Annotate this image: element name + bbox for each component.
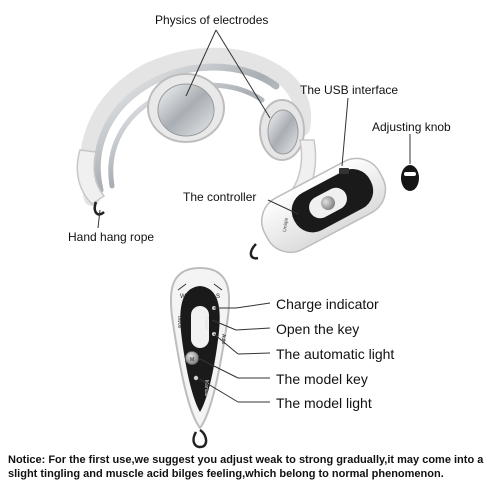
w-text: W: [180, 294, 186, 300]
label-controller: The controller: [183, 190, 257, 204]
label-usb: The USB interface: [300, 83, 399, 97]
manual-text: Manual: [203, 380, 209, 396]
m-text: M: [190, 357, 194, 363]
brand-text: Uniqle: [282, 217, 290, 232]
s-text: S: [216, 294, 220, 300]
label-electrodes: Physics of electrodes: [155, 13, 269, 27]
bottom-leader-lines: [197, 302, 271, 403]
label-auto-light: The automatic light: [276, 346, 395, 362]
left-arm: [76, 149, 106, 205]
label-open-key: Open the key: [276, 321, 360, 337]
auto-text: Auto: [220, 334, 226, 345]
label-model-light: The model light: [276, 395, 372, 411]
hand-rope: [93, 201, 105, 216]
controller-rope: [249, 243, 259, 260]
model-light: [193, 375, 199, 381]
s-arrow-icon: [213, 283, 223, 291]
top-leader-lines: [97, 29, 411, 229]
w-arrow-icon: [177, 283, 187, 291]
neck-massager: [76, 47, 419, 260]
controller-panel: [180, 286, 220, 412]
on-off-text: on/off: [176, 316, 182, 329]
label-charge-indicator: Charge indicator: [276, 296, 379, 312]
side-controller: [260, 157, 387, 254]
neck-band: [79, 47, 312, 206]
label-model-key: The model key: [276, 371, 368, 387]
label-rope: Hand hang rope: [68, 230, 155, 244]
adjusting-knob-icon: [401, 165, 419, 191]
right-electrode-pad: [259, 99, 305, 161]
left-electrode-pad: [147, 73, 225, 143]
metal-rod-outer: [93, 63, 280, 194]
on-off-key[interactable]: [191, 306, 209, 348]
power-text: Power: [203, 316, 209, 331]
bottom-rope: [192, 428, 208, 449]
label-knob: Adjusting knob: [372, 120, 451, 134]
usb-port: [339, 168, 349, 174]
notice-text: Notice: For the first use,we suggest you…: [8, 454, 484, 480]
